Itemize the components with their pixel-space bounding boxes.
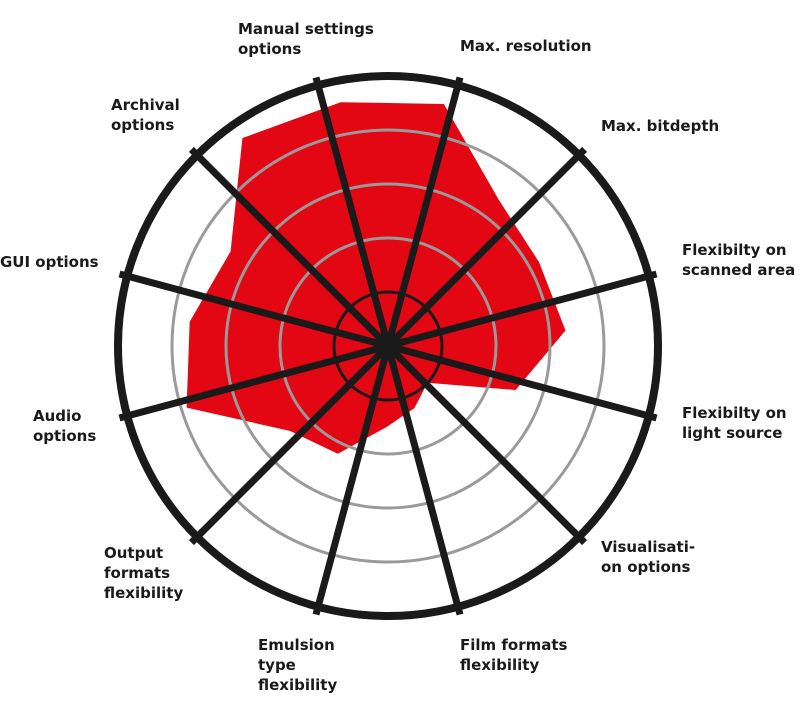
spoke-layer [118, 76, 658, 616]
spoke-label-archival-options: Archival options [111, 96, 180, 134]
spoke-label-emulsion-type: Emulsion type flexibility [258, 636, 338, 694]
spoke-label-gui-options: GUI options [0, 253, 99, 271]
spoke-11 [312, 76, 392, 347]
spoke-4 [385, 343, 588, 546]
spoke-3 [387, 342, 658, 422]
ring-5 [114, 72, 662, 620]
spoke-8 [118, 342, 389, 422]
ring-2 [278, 236, 498, 456]
spoke-2 [387, 270, 658, 350]
ring-layer [114, 72, 662, 620]
ring-1 [332, 290, 444, 402]
spoke-9 [118, 270, 389, 350]
spoke-6 [312, 345, 392, 616]
spoke-10 [188, 146, 391, 349]
spoke-label-light-source: Flexibilty on light source [682, 404, 787, 442]
spoke-label-max-bitdepth: Max. bitdepth [601, 117, 720, 135]
spoke-label-visualisation-options: Visualisati- on options [601, 538, 696, 576]
spoke-label-max-resolution: Max. resolution [460, 37, 592, 55]
ring-3 [224, 182, 552, 510]
spoke-label-scanned-area: Flexibilty on scanned area [682, 241, 796, 279]
spoke-1 [385, 146, 588, 349]
spoke-0 [384, 76, 464, 347]
spoke-label-output-formats: Output formats flexibility [104, 544, 184, 602]
spoke-label-film-formats: Film formats flexibility [460, 636, 568, 674]
ring-4 [170, 128, 606, 564]
spoke-7 [188, 343, 391, 546]
spoke-label-audio-options: Audio options [33, 407, 97, 445]
spoke-5 [384, 345, 464, 616]
spoke-label-manual-settings: Manual settings options [238, 20, 374, 58]
